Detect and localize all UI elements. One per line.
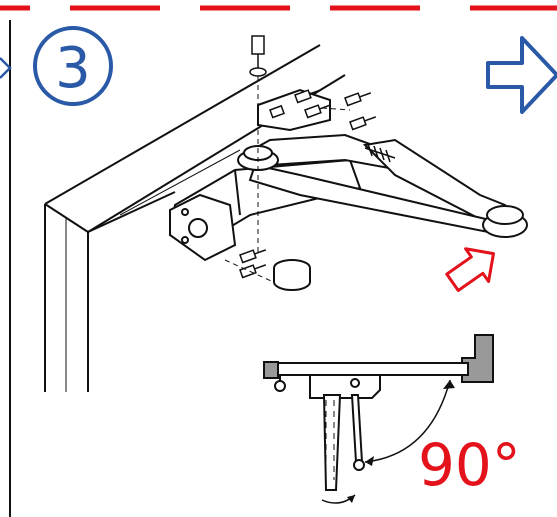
rotation-arrowhead [347,495,355,503]
plan-view-dashed [325,400,335,480]
angle-arc [364,379,451,463]
previous-step-chevron-icon [0,57,12,79]
angle-label: 90° [418,431,521,499]
alignment-lines [224,76,351,286]
step-badge: 3 [33,26,113,106]
angle-arc-arrowhead-top [443,380,455,389]
angle-arc-arrowhead-bottom [365,456,374,466]
outline-arrow-right-icon [486,36,557,114]
end-cap [273,259,311,291]
screws [239,35,377,279]
outline-arrow-diagonal-icon [445,247,495,293]
plan-view-drawing [263,334,494,491]
step-circle [33,26,113,106]
adjustment-rod [364,143,396,163]
step-number: 3 [55,36,91,101]
door-frame-drawing [44,44,346,392]
